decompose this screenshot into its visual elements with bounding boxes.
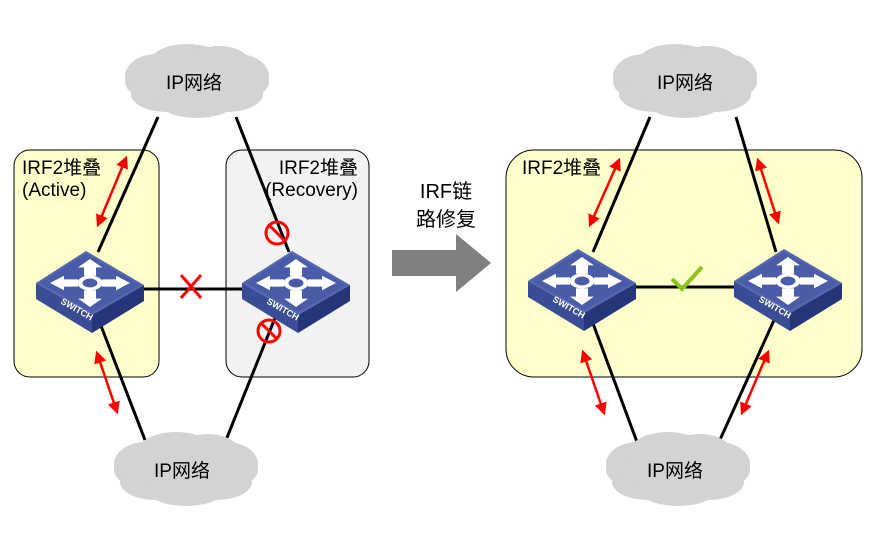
left-scenario: IP网络 IP网络 SWITCH SWITCH IRF2堆叠 (Active) … [13,44,370,506]
link-recovery-top [234,116,291,253]
link-active-top [96,116,160,253]
traffic-arrow-icon [96,155,128,228]
cloud-top-left-label: IP网络 [166,72,222,94]
stack-recovery-title: IRF2堆叠 [279,157,358,179]
stack-recovery-subtitle: (Recovery) [265,180,358,201]
stack-title: IRF2堆叠 [522,157,601,179]
transition-label-line2: 路修复 [416,208,476,231]
stack-active-subtitle: (Active) [22,180,86,201]
traffic-arrow-icon [755,157,781,225]
port-blocked-icon [264,220,290,246]
traffic-arrow-icon [740,349,770,416]
stack-active-title: IRF2堆叠 [22,157,101,179]
cloud-top-right-label: IP网络 [657,72,713,94]
right-scenario: IP网络 IP网络 SWITCH SWITCH IRF2堆叠 [505,44,863,506]
cloud-bottom-left-label: IP网络 [154,460,210,482]
transition-label-line1: IRF链 [420,180,472,203]
transition-arrow-icon [392,234,491,292]
traffic-arrow-icon [580,349,607,416]
link-broken-x-icon [179,274,203,299]
traffic-arrow-icon [94,350,120,415]
link-active-bottom [96,317,147,441]
cloud-bottom-right-label: IP网络 [647,460,703,482]
link-left-top [591,116,652,253]
traffic-arrow-icon [588,157,621,228]
link-ok-check-icon [670,265,704,292]
link-left-bottom [589,317,639,443]
port-blocked-icon [256,318,282,344]
transition: IRF链 路修复 [392,180,491,292]
link-recovery-bottom [224,317,277,441]
